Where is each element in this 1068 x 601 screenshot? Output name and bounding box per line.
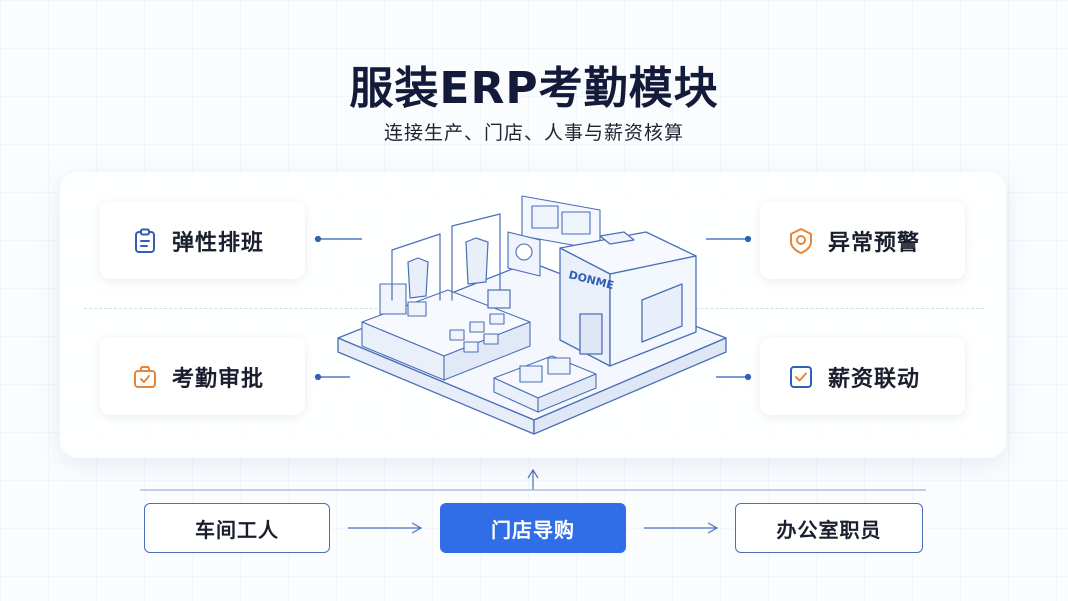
feature-card-flex-schedule[interactable]: 弹性排班 [100,202,305,279]
feature-label-salary-link: 薪资联动 [828,366,921,392]
bag-check-icon [130,362,160,392]
page-subtitle: 连接生产、门店、人事与薪资核算 [383,122,684,144]
feature-card-attendance-approval[interactable]: 考勤审批 [100,338,305,415]
store-building [559,231,697,367]
role-flow-connectors [140,468,926,534]
page-title: 服装ERP考勤模块 [349,63,719,114]
card-connectors [314,235,752,381]
checkbox-icon [786,362,816,392]
feature-label-anomaly-alert: 异常预警 [828,230,921,256]
feature-card-anomaly-alert[interactable]: 异常预警 [760,202,965,279]
location-alert-icon [786,226,816,256]
feature-card-salary-link[interactable]: 薪资联动 [760,338,965,415]
role-store-guide[interactable]: 门店导购 [440,503,626,553]
clothing-racks [391,213,511,309]
feature-label-attendance-approval: 考勤审批 [172,366,265,392]
display-table [493,355,597,413]
clipboard-icon [130,226,160,256]
role-office-staff[interactable]: 办公室职员 [735,503,923,553]
feature-label-flex-schedule: 弹性排班 [172,230,265,256]
role-workshop-worker[interactable]: 车间工人 [144,503,330,553]
